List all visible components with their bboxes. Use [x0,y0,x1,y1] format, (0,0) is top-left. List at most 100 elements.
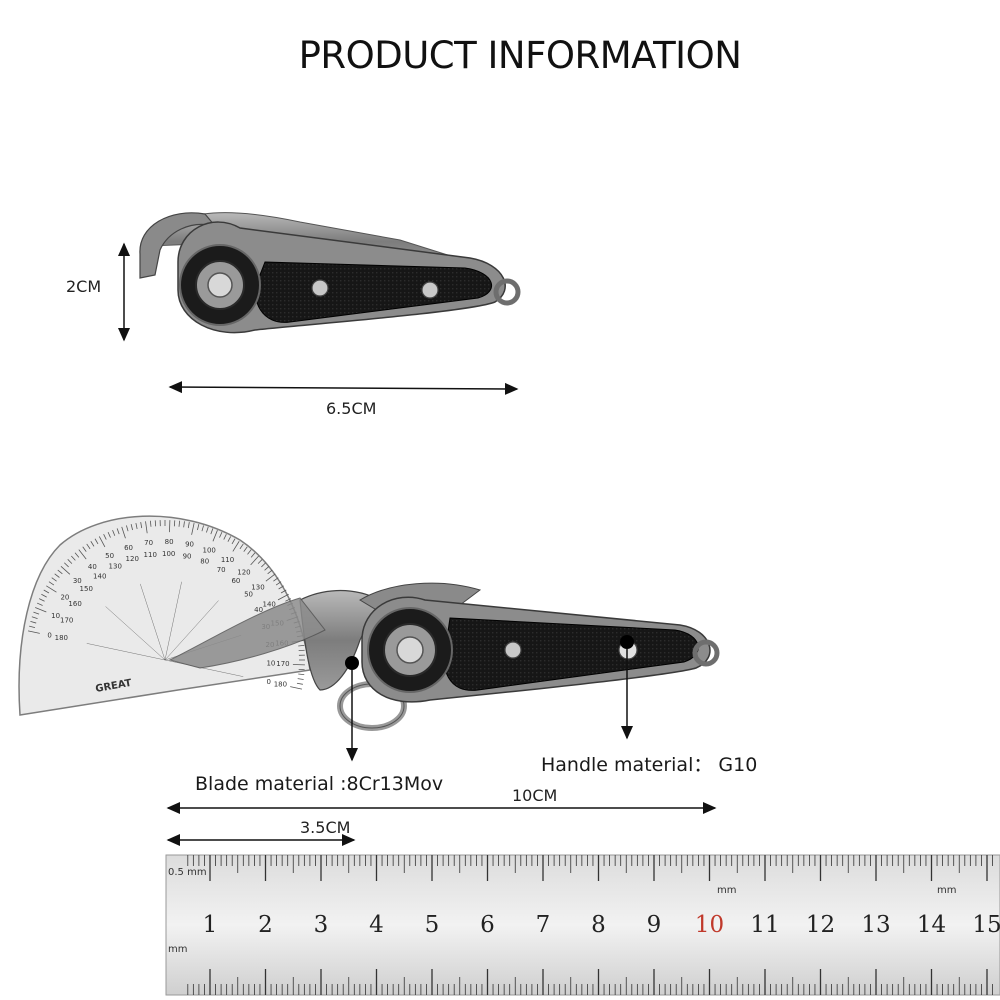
protractor-tick [86,543,91,550]
protractor-tick [298,673,305,676]
protractor-tick [35,607,47,613]
protractor-outer-label: 110 [221,556,234,564]
protractor-tick [54,573,60,578]
protractor-inner-label: 0 [266,678,270,686]
handle-callout-dot [620,635,634,649]
protractor-tick [140,522,143,529]
protractor-outer-label: 100 [203,547,216,555]
protractor-inner-label: 50 [244,591,253,599]
ruler-number: 5 [425,912,440,938]
protractor-ray [140,583,166,661]
ruler-unit-label-2: mm [717,885,736,896]
protractor-tick [78,549,87,560]
protractor-ray [86,643,166,661]
protractor-tick [103,533,107,540]
protractor-tick [71,555,76,561]
protractor-tick [223,533,227,540]
protractor-tick [46,585,57,593]
protractor-inner-label: 90 [183,552,192,560]
protractor-outer-label: 60 [124,544,133,552]
protractor-tick [51,577,57,582]
protractor-tick [285,598,292,602]
protractor-tick [94,538,99,545]
closed-length-label: 6.5CM [326,399,377,418]
ruler-number: 10 [695,912,724,938]
ruler-number: 11 [750,912,779,938]
protractor-tick [60,566,71,575]
protractor-tick [38,598,45,602]
protractor-outer-label: 10 [51,612,60,620]
protractor-tick [145,521,148,534]
protractor-tick [206,526,209,533]
protractor-tick [257,559,263,564]
protractor-tick [264,566,270,571]
protractor-tick [296,682,303,685]
protractor-tick [239,543,244,550]
ruler-unit-label-3: mm [937,885,956,896]
protractor-tick [243,546,248,552]
protractor-outer-label: 180 [274,681,287,689]
protractor-tick [135,522,138,530]
protractor-inner-label: 130 [109,562,122,570]
protractor-tick [33,611,40,615]
protractor-tick [267,569,273,575]
protractor-tick [29,625,36,628]
ruler-unit-label-1: mm [168,944,187,955]
protractor-outer-label: 70 [144,539,153,547]
protractor-tick [107,531,111,538]
protractor-tick [43,589,50,594]
protractor-tick [265,573,276,582]
protractor-inner-label: 100 [162,550,175,558]
ruler-number: 4 [369,912,384,938]
knife-closed [139,212,521,334]
protractor-inner-label: 110 [144,551,157,559]
protractor-tick [290,686,303,690]
protractor-inner-label: 60 [231,577,240,585]
protractor-tick [261,562,266,568]
ruler-number: 3 [314,912,329,938]
protractor-tick [98,536,106,548]
protractor-tick [191,522,195,535]
height-label: 2CM [66,277,102,296]
blade-length-label: 3.5CM [300,818,351,837]
protractor-inner-label: 40 [254,606,263,614]
protractor-tick [219,531,223,538]
ruler-number: 7 [536,912,551,938]
protractor-inner-label: 160 [68,600,81,608]
protractor-tick [112,530,116,536]
protractor-tick [67,559,73,564]
protractor-tick [197,524,200,531]
protractor-inner-label: 180 [55,634,68,642]
protractor-tick [82,546,87,552]
protractor-tick [278,585,284,590]
protractor-inner-label: 80 [200,558,209,566]
protractor-outer-label: 130 [251,583,264,591]
protractor-tick [30,621,37,624]
protractor-tick [187,522,190,529]
protractor-ray [105,606,166,661]
protractor-tick [210,528,214,535]
protractor-inner-label: 170 [60,616,73,624]
protractor-tick [121,526,126,539]
protractor-inner-label: 140 [93,572,106,580]
protractor-tick [277,593,289,601]
protractor-outer-label: 170 [276,660,289,668]
protractor-outer-label: 90 [185,541,194,549]
ruler-number: 8 [591,912,606,938]
protractor-inner-label: 120 [126,555,139,563]
ruler-number: 13 [861,912,890,938]
protractor-inner-label: 150 [80,585,93,593]
protractor-tick [297,678,304,680]
protractor-tick [41,593,47,598]
protractor-tick [116,528,120,535]
protractor-tick [27,630,40,634]
protractor-ray [164,581,182,661]
protractor-tick [227,536,232,542]
protractor-tick [232,541,240,552]
blade-callout-dot [345,656,359,670]
protractor-tick [48,581,55,586]
protractor-tick [201,525,204,532]
